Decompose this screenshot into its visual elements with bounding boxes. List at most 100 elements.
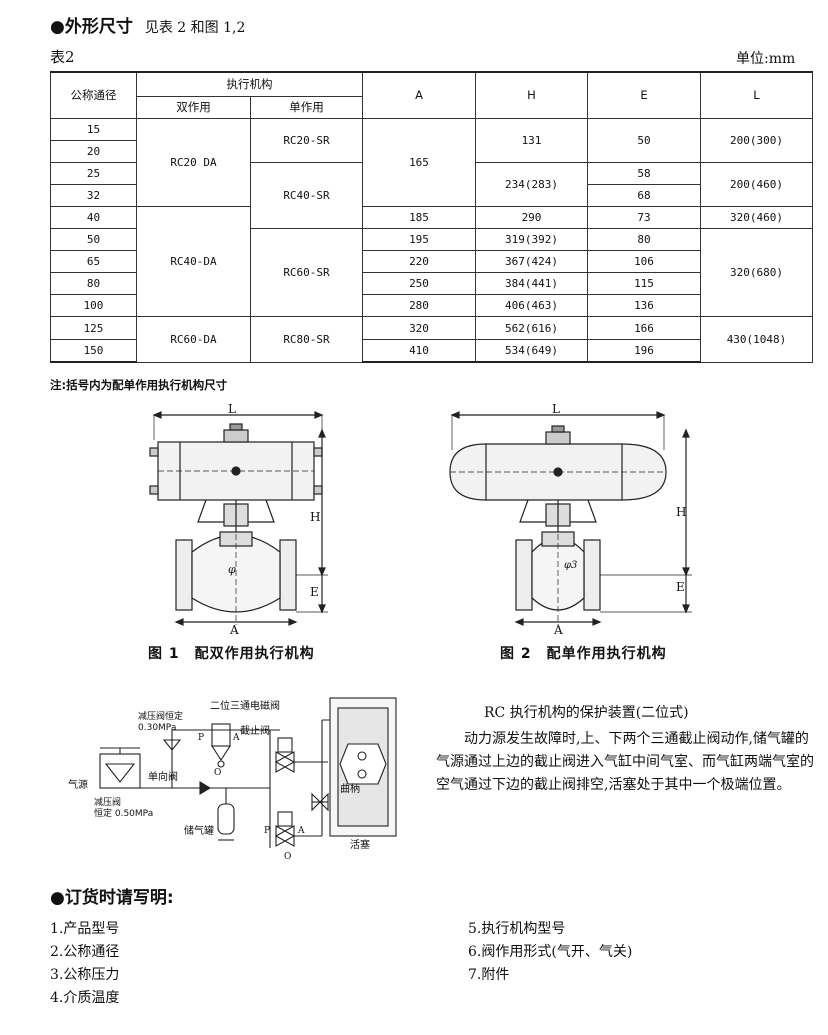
cell-h: 406(463): [475, 294, 588, 318]
cell-e: 68: [587, 183, 701, 207]
cell-e: 196: [587, 338, 701, 363]
pneumatic-schematic: [60, 690, 400, 868]
order-item: 1.产品型号: [50, 921, 120, 937]
protection-title: RC 执行机构的保护装置(二位式): [484, 705, 689, 721]
cell-h: 131: [475, 117, 588, 163]
fig2-label-l: L: [552, 402, 560, 416]
dimension-table: 公称通径 执行机构 A H E L 双作用 单作用 15 RC20 DA RC2…: [50, 71, 813, 363]
order-item: 3.公称压力: [50, 967, 120, 983]
label-reducer-1-line1: 减压阀恒定: [138, 712, 184, 722]
label-piston: 活塞: [350, 840, 370, 851]
order-list-left: 1.产品型号 2.公称通径 3.公称压力 4.介质温度: [50, 918, 119, 1010]
cell-e: 50: [587, 117, 701, 163]
cell-e: 106: [587, 250, 701, 274]
label-reducer-2-line1: 减压阀: [94, 798, 122, 808]
cell-l: 430(1048): [700, 316, 813, 363]
cell-dn: 65: [50, 250, 137, 274]
table-note: 注:括号内为配单作用执行机构尺寸: [50, 378, 228, 392]
label-reducer-1: 减压阀恒定 0.30MPa: [138, 712, 183, 734]
fig2-label-phi: φ3: [564, 560, 578, 571]
label-solenoid-valve: 二位三通电磁阀: [210, 701, 280, 712]
label-stop-valve: 截止阀: [240, 726, 270, 737]
cell-h: 234(283): [475, 161, 588, 207]
figure-1-caption: 图 1 配双作用执行机构: [148, 646, 315, 662]
fig1-label-a: A: [230, 623, 239, 637]
section-title-text: ●外形尺寸: [50, 17, 133, 37]
cell-double: RC60-DA: [136, 316, 251, 363]
unit-label: 单位:mm: [736, 51, 796, 67]
label-port-p-lower: P: [264, 826, 271, 836]
order-list-right: 5.执行机构型号 6.阀作用形式(气开、气关) 7.附件: [468, 918, 632, 987]
cell-double: RC20 DA: [136, 117, 251, 207]
label-reducer-1-line2: 0.30MPa: [138, 723, 177, 733]
cell-double: RC40-DA: [136, 205, 251, 318]
cell-a: 185: [362, 205, 476, 230]
cell-a: 220: [362, 250, 476, 274]
cell-h: 534(649): [475, 338, 588, 363]
fig1-label-l: L: [228, 402, 236, 416]
section-reference: 见表 2 和图 1,2: [144, 20, 246, 36]
cell-dn: 15: [50, 117, 137, 141]
cell-dn: 80: [50, 272, 137, 296]
cell-l: 320(460): [700, 205, 813, 230]
cell-h: 384(441): [475, 272, 588, 296]
header-double: 双作用: [136, 95, 251, 119]
order-item: 5.执行机构型号: [468, 921, 566, 937]
cell-dn: 150: [50, 338, 137, 363]
cell-dn: 25: [50, 161, 137, 185]
header-single: 单作用: [250, 95, 363, 119]
cell-a: 195: [362, 228, 476, 252]
header-h: H: [475, 71, 588, 119]
figure-2-caption: 图 2 配单作用执行机构: [500, 646, 667, 662]
protection-body: 动力源发生故障时,上、下两个三通截止阀动作,储气罐的气源通过上边的截止阀进入气缸…: [436, 731, 814, 793]
order-item: 7.附件: [468, 967, 510, 983]
label-check-valve: 单向阀: [148, 772, 178, 783]
order-item: 4.介质温度: [50, 990, 120, 1006]
header-nominal: 公称通径: [50, 71, 137, 119]
cell-a: 320: [362, 316, 476, 340]
cell-single: RC60-SR: [250, 228, 363, 318]
fig1-label-phi: φ: [228, 563, 236, 576]
cell-e: 166: [587, 316, 701, 340]
cell-e: 73: [587, 205, 701, 230]
label-reducer-2-line2: 恒定 0.50MPa: [94, 809, 154, 819]
label-port-a-lower: A: [298, 826, 305, 836]
label-port-p: P: [198, 733, 205, 743]
label-air-tank: 储气罐: [184, 826, 214, 837]
cell-e: 58: [587, 161, 701, 185]
order-item: 2.公称通径: [50, 944, 120, 960]
fig1-label-e: E: [310, 585, 319, 599]
cell-single: RC40-SR: [250, 161, 363, 230]
cell-a: 280: [362, 294, 476, 318]
cell-e: 136: [587, 294, 701, 318]
label-port-o: O: [214, 768, 222, 778]
header-actuator: 执行机构: [136, 71, 363, 97]
header-e: E: [587, 71, 701, 119]
cell-h: 319(392): [475, 228, 588, 252]
figure-2-drawing: [446, 400, 696, 635]
fig2-label-a: A: [554, 623, 563, 637]
cell-a: 410: [362, 338, 476, 363]
cell-l: 200(460): [700, 161, 813, 207]
cell-dn: 20: [50, 139, 137, 163]
label-reducer-2: 减压阀 恒定 0.50MPa: [94, 798, 153, 820]
order-title: ●订货时请写明:: [50, 888, 174, 908]
cell-dn: 32: [50, 183, 137, 207]
fig2-label-e: E: [676, 580, 685, 594]
cell-dn: 125: [50, 316, 137, 340]
label-air-source: 气源: [68, 780, 88, 791]
cell-a: 165: [362, 117, 476, 207]
cell-h: 290: [475, 205, 588, 230]
cell-e: 115: [587, 272, 701, 296]
cell-dn: 50: [50, 228, 137, 252]
header-l: L: [700, 71, 813, 119]
cell-e: 80: [587, 228, 701, 252]
table-label: 表2: [50, 48, 75, 66]
label-port-o-lower: O: [284, 852, 292, 862]
cell-h: 562(616): [475, 316, 588, 340]
cell-single: RC80-SR: [250, 316, 363, 363]
header-a: A: [362, 71, 476, 119]
cell-a: 250: [362, 272, 476, 296]
cell-single: RC20-SR: [250, 117, 363, 163]
order-item: 6.阀作用形式(气开、气关): [468, 944, 633, 960]
